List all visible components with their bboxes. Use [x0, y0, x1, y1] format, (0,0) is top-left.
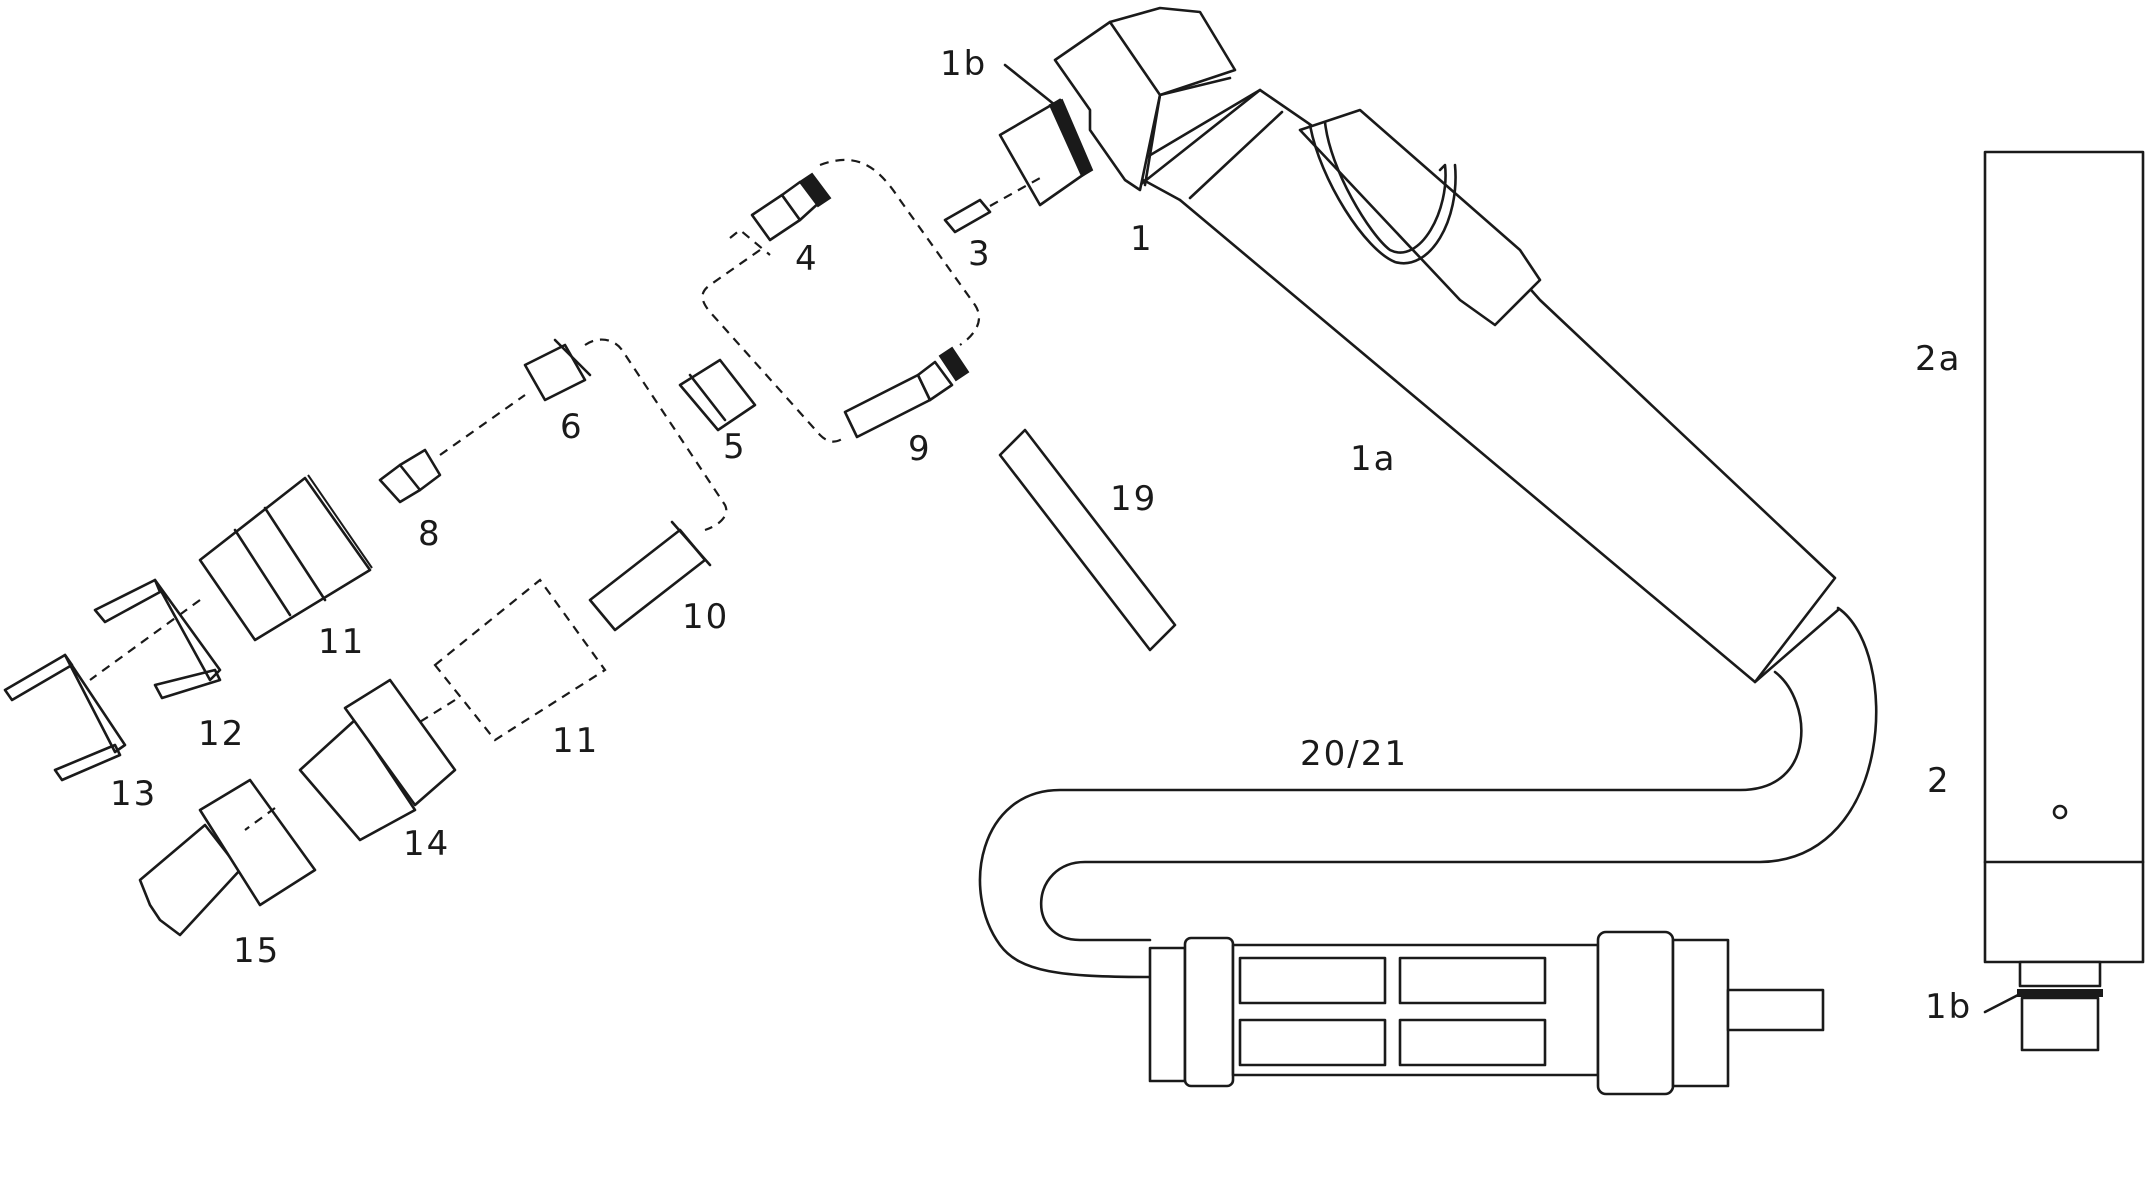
label-14: 14 [403, 824, 450, 864]
label-13: 13 [110, 774, 157, 814]
label-1b-right: 1b [1925, 987, 1972, 1027]
label-1a: 1a [1350, 439, 1396, 479]
label-8: 8 [418, 514, 442, 554]
part-10-sleeve [588, 520, 712, 632]
part-14-nozzle [298, 678, 457, 842]
part-3-contact-tip [943, 177, 1041, 234]
part-11-nozzle-solid [198, 474, 373, 642]
part-19-wrench [998, 428, 1177, 652]
label-15: 15 [233, 931, 280, 971]
part-13-spacer [3, 653, 127, 782]
label-3: 3 [968, 234, 992, 274]
torch-handle [1123, 88, 1840, 684]
part-12-spacer [93, 578, 222, 700]
part-labels: 1b 1 1a 2a 2 1b 3 4 5 6 8 9 10 11 11 12 … [110, 44, 1972, 1027]
torch-head [998, 6, 1237, 207]
label-2: 2 [1927, 761, 1951, 801]
label-2a: 2a [1915, 339, 1961, 379]
label-9: 9 [908, 429, 932, 469]
torch-holder-tube [1983, 150, 2145, 1052]
part-8-tip [378, 448, 442, 504]
label-20-21: 20/21 [1300, 734, 1408, 774]
label-4: 4 [795, 239, 819, 279]
label-19: 19 [1110, 479, 1157, 519]
label-10: 10 [682, 597, 729, 637]
plug-connector [1148, 930, 1825, 1096]
label-1b-top: 1b [940, 44, 987, 84]
part-4-gas-diffuser [750, 172, 832, 242]
label-6: 6 [560, 407, 584, 447]
label-12: 12 [198, 714, 245, 754]
part-5-insulator [678, 358, 757, 432]
part-15-nozzle [138, 778, 317, 937]
label-5: 5 [723, 427, 747, 467]
label-11-lower: 11 [552, 721, 599, 761]
part-6-insulator [523, 338, 592, 402]
label-11-upper: 11 [318, 622, 365, 662]
part-9-long-diffuser [843, 346, 970, 439]
hose [978, 606, 1878, 979]
leader-1b-top [1003, 63, 1057, 107]
part-11-nozzle-dashed [433, 578, 607, 742]
label-1: 1 [1130, 219, 1154, 259]
dashed-guides [89, 158, 981, 831]
